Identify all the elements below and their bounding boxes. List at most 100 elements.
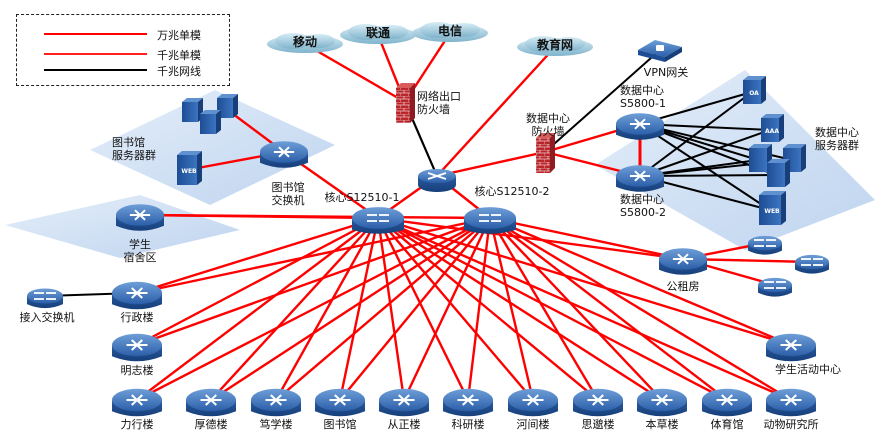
building-label-simiao: 思邈楼 (581, 418, 615, 431)
switch-icon (464, 207, 516, 229)
snowflake-glyph (278, 146, 290, 158)
switch-congzheng (379, 388, 429, 417)
snowflake-glyph (334, 394, 346, 406)
legend-swatch-red (44, 53, 147, 55)
core2-lixing-link (136, 216, 491, 402)
switch-r1 (748, 235, 782, 255)
server-icon (761, 118, 779, 142)
vpn-body (638, 50, 665, 62)
server-libs3 (200, 110, 221, 134)
building-label-animal: 动物研究所 (763, 418, 819, 431)
server-oa: OA (743, 76, 766, 104)
server-top (759, 191, 786, 195)
core1-lib-link (338, 217, 380, 401)
switch-dc1 (616, 113, 664, 140)
firewall-top (396, 83, 415, 88)
core1-congzheng-link (376, 217, 406, 401)
switch-admin (112, 281, 162, 310)
cloud-cmcc (267, 33, 343, 53)
library-switch-label: 图书馆 交换机 (271, 181, 305, 207)
core2-keyan-link (466, 217, 492, 401)
dc2-server-link (639, 91, 753, 177)
cloud-unicom (340, 24, 416, 44)
server-libs1 (182, 98, 203, 122)
switch-bencao (637, 388, 687, 417)
server-tag: WEB (764, 208, 780, 215)
building-label-lixing: 力行楼 (120, 418, 154, 431)
core1-keyan-link (376, 217, 470, 401)
snowflake-glyph (592, 394, 604, 406)
core1-duxue-link (274, 217, 380, 401)
server-top (177, 151, 202, 155)
core2-tiyu-link (489, 217, 728, 401)
server-side (197, 151, 202, 185)
switch-icon (352, 207, 404, 229)
library-server-zone-label: 图书馆 服务器群 (112, 136, 156, 162)
legend: 万兆单模 千兆单模 千兆网线 (16, 14, 230, 86)
server-icon (200, 114, 216, 134)
dormitory-label: 学生 宿舍区 (123, 238, 157, 264)
core2-admin-link (136, 216, 491, 295)
snowflake-glyph (785, 394, 797, 406)
firewall-side (410, 83, 415, 123)
cloud-puff (553, 37, 585, 51)
snowflake-glyph (721, 394, 733, 406)
isp-label-cernet: 教育网 (536, 38, 574, 52)
server-top (182, 98, 203, 102)
dc-server-zone-label: 数据中心 服务器群 (815, 126, 859, 152)
legend-label: 万兆单模 (157, 29, 201, 42)
isp-label-cmcc: 移动 (292, 35, 318, 49)
core2-simiao-link (488, 217, 600, 401)
switch-rental (659, 248, 707, 275)
vpn-gateway-label: VPN网关 (643, 66, 689, 79)
server-icon (177, 155, 197, 185)
building-label-houde: 厚德楼 (194, 418, 228, 431)
cloud-puff (376, 25, 408, 39)
server-side (761, 76, 766, 104)
firewall-icon (396, 88, 410, 123)
core2-houde-link (210, 216, 491, 402)
server-top (749, 144, 772, 148)
dc1-label: 数据中心 S5800-1 (620, 84, 666, 110)
snowflake-glyph (462, 394, 474, 406)
server-icon (767, 163, 785, 187)
building-label-duxue: 笃学楼 (259, 418, 293, 431)
snowflake-glyph (270, 394, 282, 406)
isp-label-telecom: 电信 (437, 24, 463, 38)
switch-libsw (260, 141, 308, 168)
server-tag: OA (749, 90, 759, 97)
core2-lib-link (339, 217, 491, 401)
core1-animal-link (377, 216, 792, 402)
core1-activity-link (377, 216, 792, 347)
snowflake-glyph (634, 118, 646, 130)
server-icon (182, 102, 198, 122)
snowflake-glyph (134, 209, 146, 221)
switch-activity (766, 333, 816, 362)
legend-item-10g-singlemode: 万兆单模 (17, 27, 229, 42)
core2-mingzhi-link (136, 216, 491, 347)
exit-firewall-label: 网络出口 防火墙 (417, 90, 461, 116)
router-arrows-glyph (427, 172, 447, 180)
switch-r3 (758, 277, 792, 297)
switch-dorm (116, 204, 164, 231)
firewall-top (536, 133, 555, 138)
legend-label: 千兆单模 (157, 49, 201, 62)
vpn-body (665, 47, 682, 62)
building-label-keyan: 科研楼 (451, 418, 485, 431)
server-tag: AAA (765, 128, 779, 135)
legend-label: 千兆网线 (157, 65, 201, 78)
switch-r2 (795, 254, 829, 274)
cloud-puff (448, 23, 480, 37)
firewall-fw-dc (536, 133, 555, 173)
core1-hejian-link (377, 217, 534, 401)
snowflake-glyph (205, 394, 217, 406)
switch-dc2 (616, 165, 664, 192)
core2-label: 核心S12510-2 (474, 185, 550, 198)
cloud-puff (525, 36, 561, 52)
switch-core2 (464, 207, 516, 234)
library-server-zone (90, 90, 335, 205)
core1-mingzhi-link (136, 216, 379, 347)
core2-bencao-link (489, 217, 663, 401)
switch-houde (186, 388, 236, 417)
